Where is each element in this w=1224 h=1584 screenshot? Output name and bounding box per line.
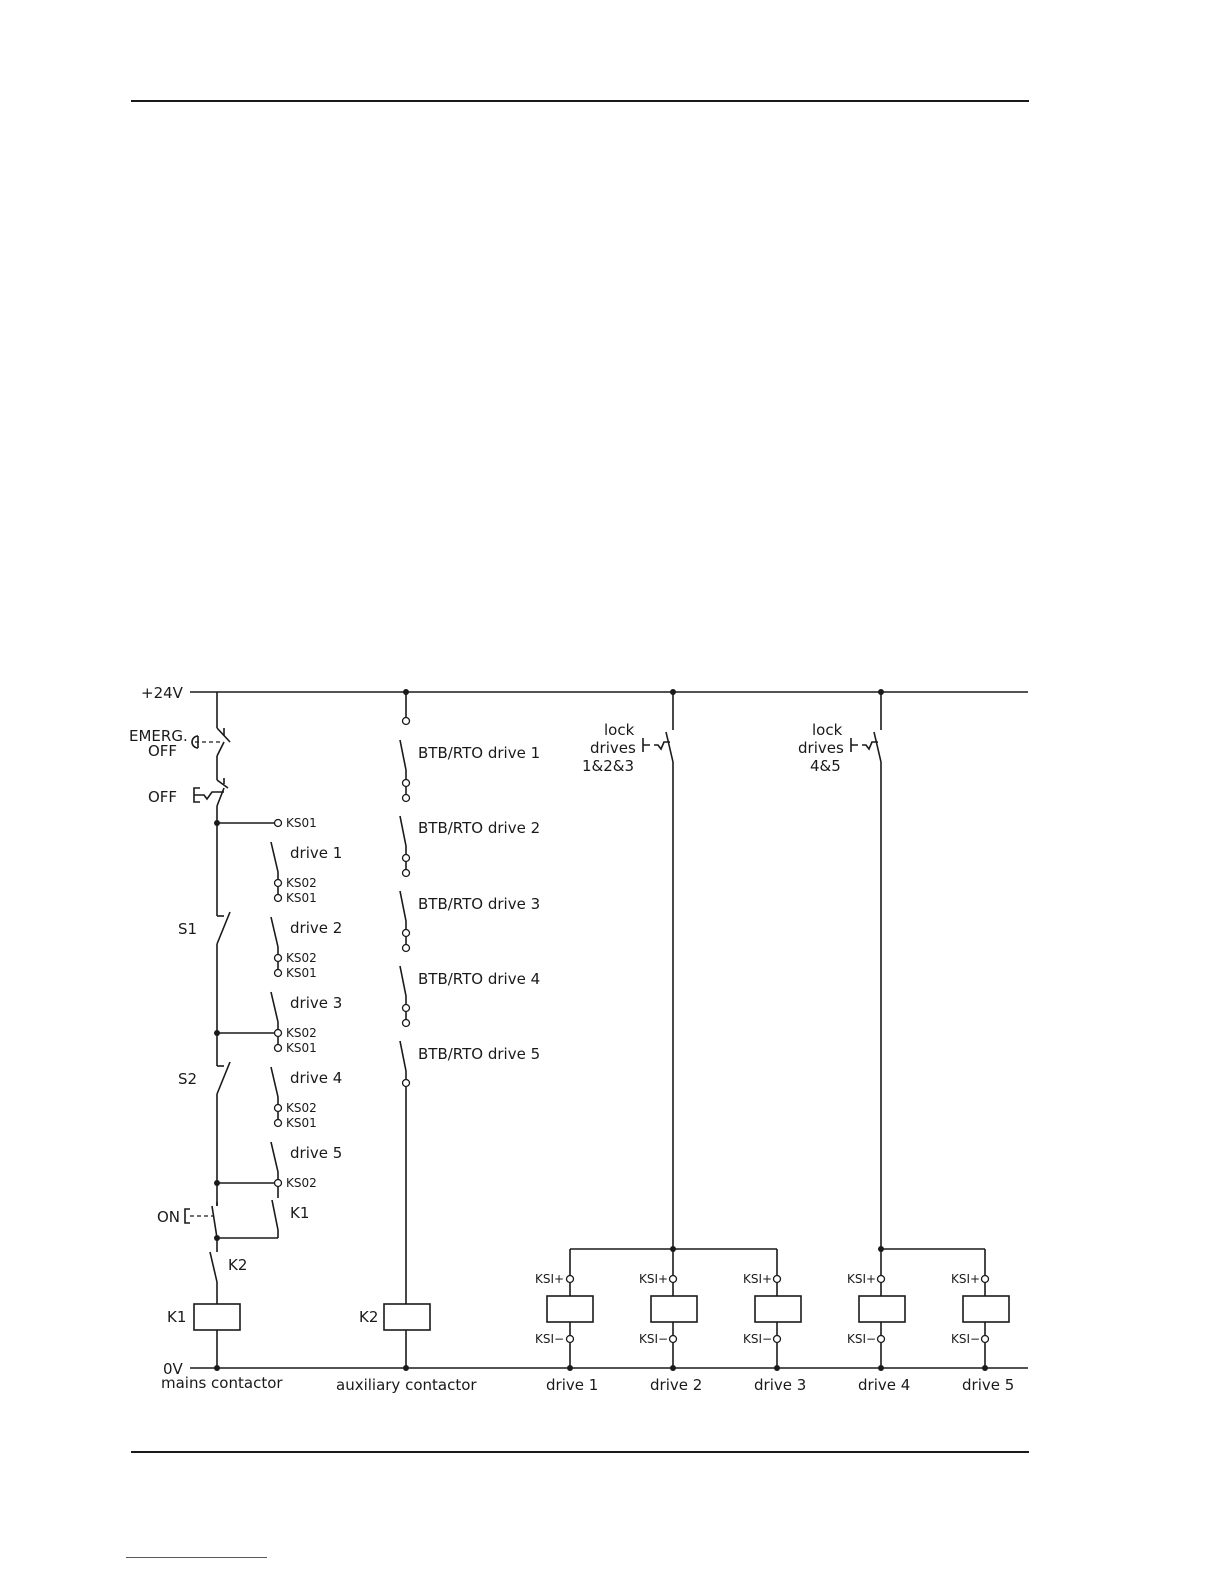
lock-label: drives [798,739,844,757]
on-pushbutton[interactable] [184,1202,218,1239]
lock-drives-45-branch: lock drives 4&5 [798,689,985,1252]
lock-label: lock [812,721,843,739]
ks02-label: KS02 [286,1026,317,1040]
mains-contactor-branch: EMERG. OFF OFF S1 [129,692,283,1392]
ks01-label: KS01 [286,966,317,980]
ks01-label: KS01 [286,816,317,830]
drive-contact-label: drive 1 [290,844,342,862]
drive-2-ksi-input [650,1295,698,1323]
k2-coil [383,1303,431,1331]
ksi-minus-label: KSI− [951,1332,980,1346]
k1-coil [193,1303,241,1331]
lock-switch-123[interactable] [642,731,674,763]
emerg-label-1: EMERG. [129,727,188,745]
auxiliary-contactor-caption: auxiliary contactor [336,1376,477,1394]
drive-contact-label: drive 2 [290,919,342,937]
drive-caption: drive 2 [650,1376,702,1394]
ground-rail-label: 0V [163,1360,184,1378]
off-label: OFF [148,788,177,806]
ksi-minus-label: KSI− [743,1332,772,1346]
ksi-minus-label: KSI− [535,1332,564,1346]
btb-rto-label: BTB/RTO drive 3 [418,895,540,913]
drive-ksi-inputs: KSI+ KSI− drive 1 KSI+ KSI− drive 2 [535,1249,1014,1394]
ksi-minus-label: KSI− [639,1332,668,1346]
drive-1-ksi-input [546,1295,594,1323]
ks01-label: KS01 [286,891,317,905]
drive-caption: drive 4 [858,1376,910,1394]
ksi-minus-label: KSI− [847,1332,876,1346]
ksi-plus-label: KSI+ [743,1272,772,1286]
k2-auxiliary-contact [209,1251,218,1283]
lock-switch-45[interactable] [850,731,882,763]
drive-3-ksi-input [754,1295,802,1323]
btb-rto-label: BTB/RTO drive 1 [418,744,540,762]
btb-rto-label: BTB/RTO drive 2 [418,819,540,837]
drive-5-ksi-input [962,1295,1010,1323]
drive-contact-label: drive 4 [290,1069,342,1087]
s2-contact[interactable] [216,1061,231,1095]
btb-rto-label: BTB/RTO drive 5 [418,1045,540,1063]
ks01-label: KS01 [286,1041,317,1055]
btb-rto-label: BTB/RTO drive 4 [418,970,540,988]
ks02-label: KS02 [286,1176,317,1190]
mains-contactor-caption: mains contactor [161,1374,283,1392]
drive-contact-label: drive 5 [290,1144,342,1162]
drive-4-ksi-input [858,1295,906,1323]
emergency-off-switch[interactable] [191,727,231,757]
lock-drives-123-branch: lock drives 1&2&3 [570,689,777,1252]
drive-contact-chain: KS01 drive 1 KS02 KS01 drive 2 KS02 KS01… [270,816,342,1238]
ks01-label: KS01 [286,1116,317,1130]
ks02-label: KS02 [286,951,317,965]
s2-label: S2 [178,1070,197,1088]
k2-contact-label: K2 [228,1256,247,1274]
drive-caption: drive 1 [546,1376,598,1394]
k1-contact-label: K1 [290,1204,309,1222]
drive-caption: drive 5 [962,1376,1014,1394]
ks02-label: KS02 [286,876,317,890]
footer-link-underline[interactable] [126,1557,267,1558]
off-pushbutton[interactable] [193,778,229,807]
lock-label: lock [604,721,635,739]
ksi-plus-label: KSI+ [535,1272,564,1286]
lock-label: 1&2&3 [582,757,634,775]
ksi-plus-label: KSI+ [951,1272,980,1286]
lock-label: drives [590,739,636,757]
ksi-plus-label: KSI+ [847,1272,876,1286]
supply-rail-label: +24V [141,684,184,702]
on-label: ON [157,1208,180,1226]
drive-caption: drive 3 [754,1376,806,1394]
ks02-label: KS02 [286,1101,317,1115]
auxiliary-contactor-branch: BTB/RTO drive 1 BTB/RTO drive 2 BTB/RTO … [336,689,540,1394]
drive-contact-label: drive 3 [290,994,342,1012]
s1-contact[interactable] [216,911,231,945]
footer-rule [131,1451,1029,1453]
ksi-plus-label: KSI+ [639,1272,668,1286]
k2-coil-label: K2 [359,1308,378,1326]
header-rule [131,100,1029,102]
k1-coil-label: K1 [167,1308,186,1326]
lock-label: 4&5 [810,757,841,775]
emerg-label-2: OFF [148,742,177,760]
s1-label: S1 [178,920,197,938]
